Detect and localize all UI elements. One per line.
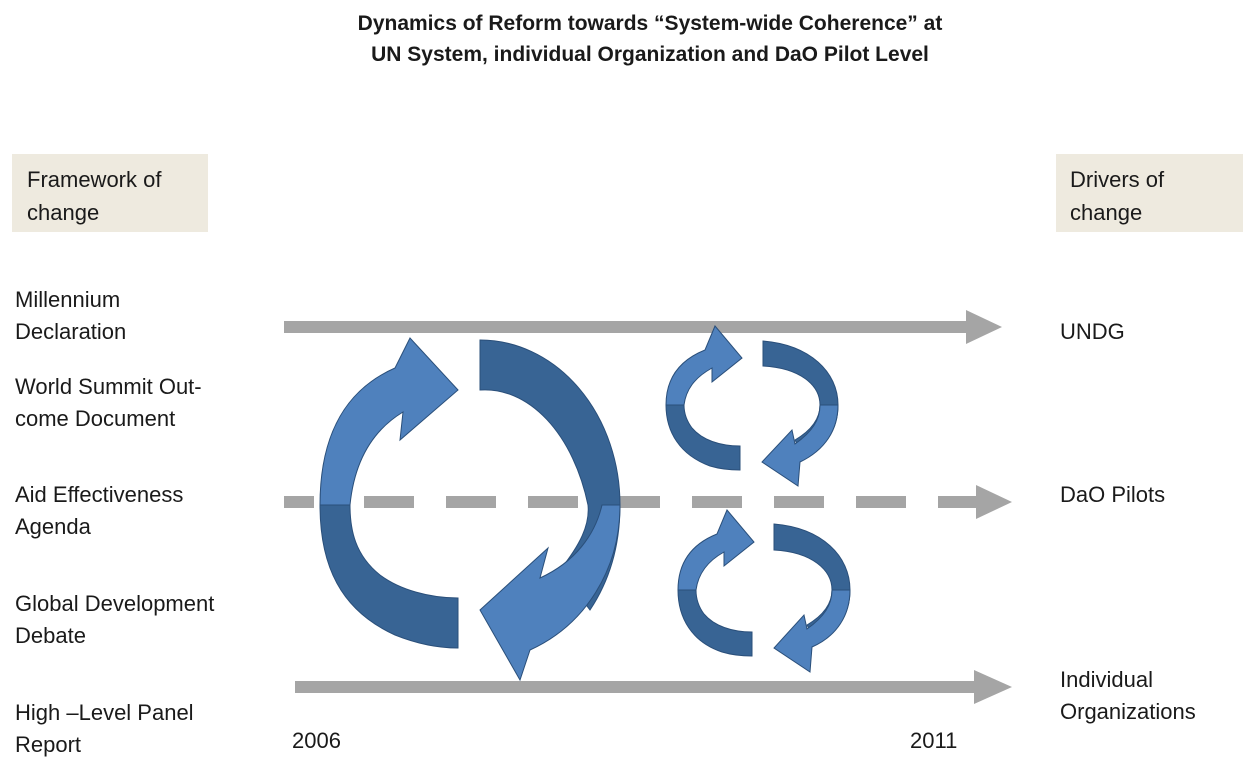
upper-cycle-top-arrow: [665, 325, 743, 406]
year-start: 2006: [292, 728, 341, 753]
drivers-header: Drivers of change: [1056, 154, 1243, 232]
large-cycle-top-arrow: [319, 337, 459, 506]
lower-cycle-left-band: [677, 589, 753, 657]
lower-cycle-top-arrow: [677, 509, 755, 591]
individual-organizations-arrow: [295, 670, 1012, 704]
lower-small-cycle: [677, 509, 851, 673]
driver-dao-pilots: DaO Pilots: [1060, 482, 1166, 507]
title-line-1: Dynamics of Reform towards “System-wide …: [357, 12, 943, 35]
upper-cycle-left-band: [665, 404, 741, 471]
large-cycle-left-band: [319, 504, 459, 649]
driver-individual-line-2: Organizations: [1060, 699, 1196, 724]
framework-item-line-1: World Summit Out-: [15, 374, 202, 399]
drivers-header-line-1: Drivers of: [1070, 167, 1165, 192]
drivers-header-line-2: change: [1070, 200, 1143, 225]
framework-item-millennium: Millennium Declaration: [15, 284, 126, 348]
framework-item-global-development: Global Development Debate: [15, 588, 214, 652]
framework-header-line-2: change: [27, 200, 100, 225]
lower-cycle-bottom-arrow: [773, 589, 851, 673]
framework-item-line-2: Debate: [15, 623, 86, 648]
upper-cycle-bottom-arrow: [761, 404, 839, 487]
framework-item-line-1: Aid Effectiveness: [15, 482, 184, 507]
framework-item-line-2: come Document: [15, 406, 176, 431]
diagram-title: Dynamics of Reform towards “System-wide …: [0, 8, 1243, 70]
upper-small-cycle: [665, 325, 839, 487]
framework-item-line-2: Declaration: [15, 319, 127, 344]
large-cycle: [319, 337, 621, 682]
driver-undg: UNDG: [1060, 319, 1125, 344]
framework-item-line-1: Global Development: [15, 591, 215, 616]
framework-item-line-1: Millennium: [15, 287, 121, 312]
undg-arrow: [284, 310, 1002, 344]
framework-header-line-1: Framework of: [27, 167, 162, 192]
framework-item-line-1: High –Level Panel: [15, 700, 194, 725]
framework-header: Framework of change: [12, 154, 208, 232]
framework-item-high-level-panel: High –Level Panel Report: [15, 697, 194, 761]
framework-item-aid-effectiveness: Aid Effectiveness Agenda: [15, 479, 183, 543]
driver-individual-line-1: Individual: [1060, 667, 1153, 692]
framework-item-line-2: Agenda: [15, 514, 91, 539]
large-cycle-bottom-arrow: [479, 504, 621, 682]
framework-item-line-2: Report: [15, 732, 82, 757]
driver-individual-organizations: Individual Organizations: [1060, 664, 1196, 728]
year-end: 2011: [910, 728, 958, 753]
dao-pilots-dashed-arrow: [284, 485, 1012, 519]
title-line-2: UN System, individual Organization and D…: [371, 43, 929, 66]
framework-item-world-summit: World Summit Out- come Document: [15, 371, 202, 435]
